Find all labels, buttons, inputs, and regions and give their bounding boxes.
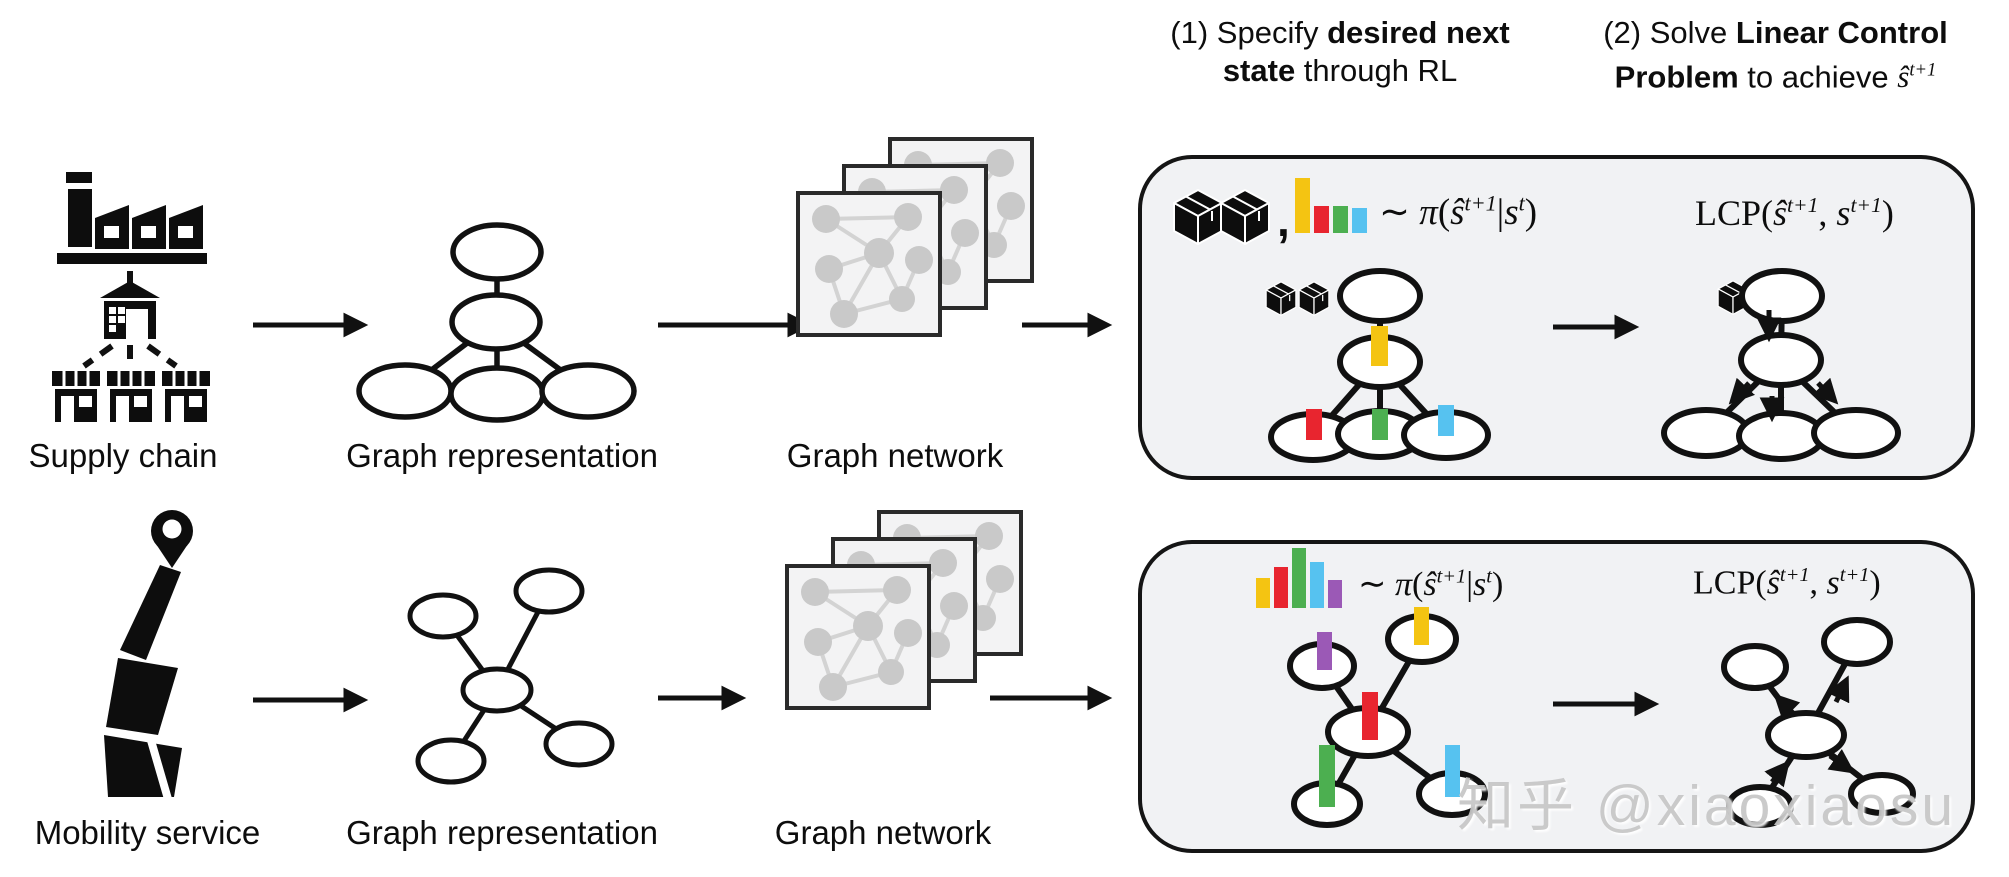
comma-separator: ,: [1277, 194, 1290, 246]
rl-supply-state-graph: [1173, 189, 1491, 463]
red-bar: [1314, 206, 1329, 233]
warehouse-icon: [100, 281, 160, 339]
dashed-links: [82, 343, 178, 369]
supply-chain-label: Supply chain: [28, 437, 218, 474]
green-bar: [1372, 409, 1388, 440]
step1-line2: through RL: [1295, 53, 1458, 88]
yellow-bar: [1414, 607, 1429, 645]
graph-network-icon-top: [796, 137, 1034, 337]
green-bar: [1333, 206, 1348, 233]
step2-line2: to achieve: [1738, 59, 1898, 95]
route-icon: [104, 565, 182, 801]
mobility-service-label: Mobility service: [34, 814, 261, 851]
lcp-expression-bottom: LCP(ŝt+1, st+1): [1693, 564, 1881, 602]
lcp-mobility-result-graph: [1721, 617, 1916, 828]
policy-histogram-mobility: [1256, 547, 1342, 608]
mobility-star-graph: [407, 567, 615, 785]
policy-expression-top: ∼ π(ŝt+1|st): [1379, 190, 1538, 233]
blue-bar: [1352, 208, 1367, 233]
graph-network-label-top: Graph network: [786, 437, 1004, 474]
blue-bar: [1310, 562, 1324, 608]
lcp-expression-top: LCP(ŝt+1, st+1): [1695, 193, 1894, 233]
network-layer: [796, 191, 942, 337]
map-pin-icon: [151, 510, 193, 568]
s-hat-variable: ŝt+1: [1897, 59, 1937, 95]
action-arrows: [1728, 310, 1839, 423]
purple-bar: [1317, 632, 1332, 670]
graph-network-icon-bottom: [785, 510, 1023, 710]
lcp-supply-result-graph: [1661, 268, 1901, 462]
blue-bar: [1445, 745, 1460, 797]
step1-header: (1) Specify desired next state through R…: [1170, 15, 1510, 88]
blue-bar: [1438, 405, 1454, 436]
network-layer: [785, 564, 931, 710]
purple-bar: [1328, 580, 1342, 608]
red-bar: [1362, 692, 1378, 740]
yellow-bar: [1371, 326, 1388, 366]
star-nodes: [407, 567, 615, 785]
package-cube-icon: [1173, 189, 1223, 245]
rl-mobility-state-graph: [1287, 607, 1488, 828]
flow-arrows: [253, 312, 1660, 717]
red-bar: [1274, 567, 1288, 608]
policy-histogram-supply: [1295, 177, 1367, 233]
supply-chain-icon: [52, 172, 210, 422]
store-icons: [52, 371, 210, 422]
supply-tree-graph: [356, 222, 637, 423]
watermark: 知乎 @xiaoxiaosu: [1457, 774, 1957, 838]
node-state-bars: [1306, 326, 1454, 440]
yellow-bar: [1256, 578, 1270, 608]
package-cube-icon: [1298, 281, 1330, 316]
package-cube-icon: [1265, 281, 1297, 316]
graph-representation-label-top: Graph representation: [346, 437, 658, 474]
green-bar: [1292, 548, 1306, 608]
yellow-bar: [1295, 178, 1310, 233]
factory-icon: [57, 172, 207, 264]
red-bar: [1306, 409, 1322, 440]
step1-line1: (1) Specify: [1170, 15, 1328, 50]
graph-representation-label-bottom: Graph representation: [346, 814, 658, 851]
step2-line1: (2) Solve: [1603, 15, 1736, 50]
green-bar: [1319, 745, 1335, 807]
graph-network-label-bottom: Graph network: [774, 814, 992, 851]
policy-expression-bottom: ∼ π(ŝt+1|st): [1358, 565, 1504, 603]
tree-nodes: [356, 222, 637, 423]
node-state-bars: [1317, 607, 1460, 807]
package-cube-icon: [1220, 189, 1270, 245]
mobility-service-icon: [104, 510, 193, 801]
step2-header: (2) Solve Linear Control Problem to achi…: [1603, 15, 1948, 95]
action-arrows: [1764, 675, 1856, 788]
